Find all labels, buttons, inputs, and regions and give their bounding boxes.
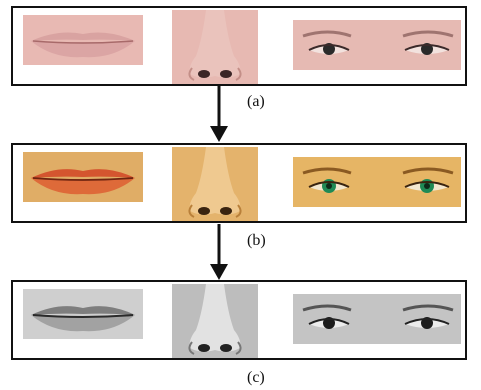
nose-image xyxy=(172,284,258,358)
caption-c: (c) xyxy=(247,370,265,386)
caption-b: (b) xyxy=(247,233,266,249)
lips-image xyxy=(23,289,143,339)
lips-image xyxy=(23,152,143,202)
nose-image xyxy=(172,147,258,221)
feature-row-c xyxy=(11,280,467,360)
eyes-image xyxy=(293,157,461,207)
feature-row-a xyxy=(11,6,467,86)
caption-a: (a) xyxy=(247,94,265,110)
eyes-image xyxy=(293,294,461,344)
eyes-image xyxy=(293,20,461,70)
feature-row-b xyxy=(11,143,467,223)
lips-image xyxy=(23,15,143,65)
down-arrow-icon xyxy=(207,224,231,282)
nose-image xyxy=(172,10,258,84)
down-arrow-icon xyxy=(207,86,231,144)
